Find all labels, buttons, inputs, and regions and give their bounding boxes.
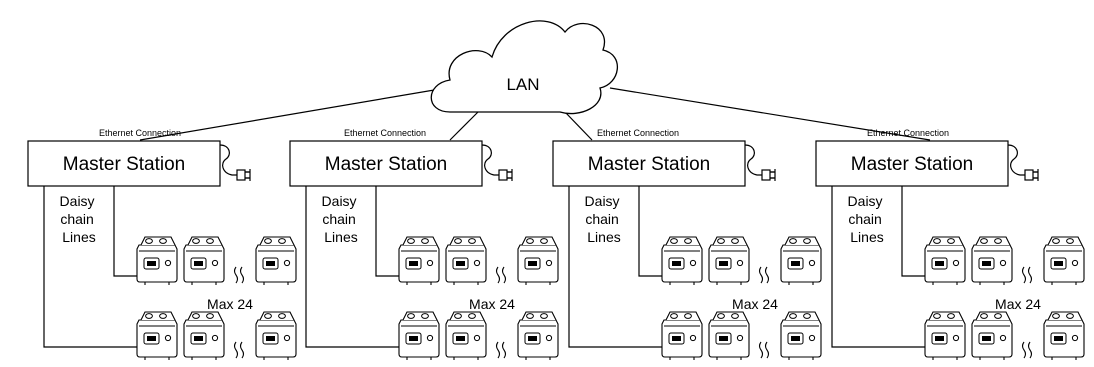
terminal-device-icon — [398, 311, 440, 361]
max-devices-label: Max 24 — [469, 296, 515, 312]
daisy-chain-line — [831, 186, 946, 348]
ethernet-connection-label: Ethernet Connection — [99, 128, 181, 138]
master-station-label: Master Station — [63, 154, 186, 175]
master-station-box — [815, 140, 1009, 187]
station-group: Ethernet Connection Master Station Daisy… — [552, 128, 822, 361]
terminal-device-icon — [1043, 236, 1085, 286]
daisy-chain-label: Daisy chain Lines — [322, 193, 361, 245]
terminal-device-icon — [517, 236, 559, 286]
power-plug-icon — [481, 144, 513, 182]
terminal-device-icon — [136, 236, 178, 286]
power-plug-icon — [744, 144, 776, 182]
terminal-device-icon — [661, 311, 703, 361]
master-station-box — [552, 140, 746, 187]
master-station-label: Master Station — [325, 154, 448, 175]
terminal-device-icon — [255, 236, 297, 286]
terminal-device-icon — [183, 236, 225, 286]
lan-label: LAN — [506, 75, 539, 94]
master-station-label: Master Station — [851, 154, 974, 175]
terminal-device-icon — [136, 311, 178, 361]
terminal-device-icon — [445, 236, 487, 286]
max-devices-label: Max 24 — [732, 296, 778, 312]
terminal-device-icon — [780, 311, 822, 361]
terminal-device-icon — [708, 311, 750, 361]
daisy-chain-label: Daisy chain Lines — [585, 193, 624, 245]
ethernet-connection-label: Ethernet Connection — [344, 128, 426, 138]
power-plug-icon — [219, 144, 251, 182]
terminal-device-icon — [780, 236, 822, 286]
station-group: Ethernet Connection Master Station Daisy… — [289, 128, 559, 361]
terminal-device-icon — [708, 236, 750, 286]
terminal-device-icon — [661, 236, 703, 286]
master-station-box — [289, 140, 483, 187]
terminal-device-icon — [1043, 311, 1085, 361]
daisy-chain-line — [305, 186, 420, 348]
station-group: Ethernet Connection Master Station Daisy… — [815, 128, 1085, 361]
lan-cloud: LAN — [430, 20, 619, 115]
line-break-icon — [495, 341, 507, 359]
ethernet-connection-label: Ethernet Connection — [867, 128, 949, 138]
line-break-icon — [758, 341, 770, 359]
daisy-chain-line — [568, 186, 683, 348]
line-break-icon — [758, 266, 770, 284]
master-station-label: Master Station — [588, 154, 711, 175]
line-break-icon — [233, 341, 245, 359]
line-break-icon — [1021, 266, 1033, 284]
terminal-device-icon — [924, 236, 966, 286]
daisy-chain-line — [43, 186, 158, 348]
terminal-device-icon — [445, 311, 487, 361]
master-station-box — [27, 140, 221, 187]
terminal-device-icon — [971, 311, 1013, 361]
ethernet-lines — [139, 87, 931, 141]
max-devices-label: Max 24 — [207, 296, 253, 312]
station-group: Ethernet Connection Master Station Daisy… — [27, 128, 297, 361]
line-break-icon — [495, 266, 507, 284]
max-devices-label: Max 24 — [995, 296, 1041, 312]
terminal-device-icon — [398, 236, 440, 286]
daisy-chain-label: Daisy chain Lines — [848, 193, 887, 245]
ethernet-connection-label: Ethernet Connection — [597, 128, 679, 138]
terminal-device-icon — [255, 311, 297, 361]
cloud-icon — [430, 20, 619, 115]
terminal-device-icon — [924, 311, 966, 361]
daisy-chain-label: Daisy chain Lines — [60, 193, 99, 245]
power-plug-icon — [1007, 144, 1039, 182]
terminal-device-icon — [517, 311, 559, 361]
line-break-icon — [233, 266, 245, 284]
line-break-icon — [1021, 341, 1033, 359]
terminal-device-icon — [183, 311, 225, 361]
terminal-device-icon — [971, 236, 1013, 286]
